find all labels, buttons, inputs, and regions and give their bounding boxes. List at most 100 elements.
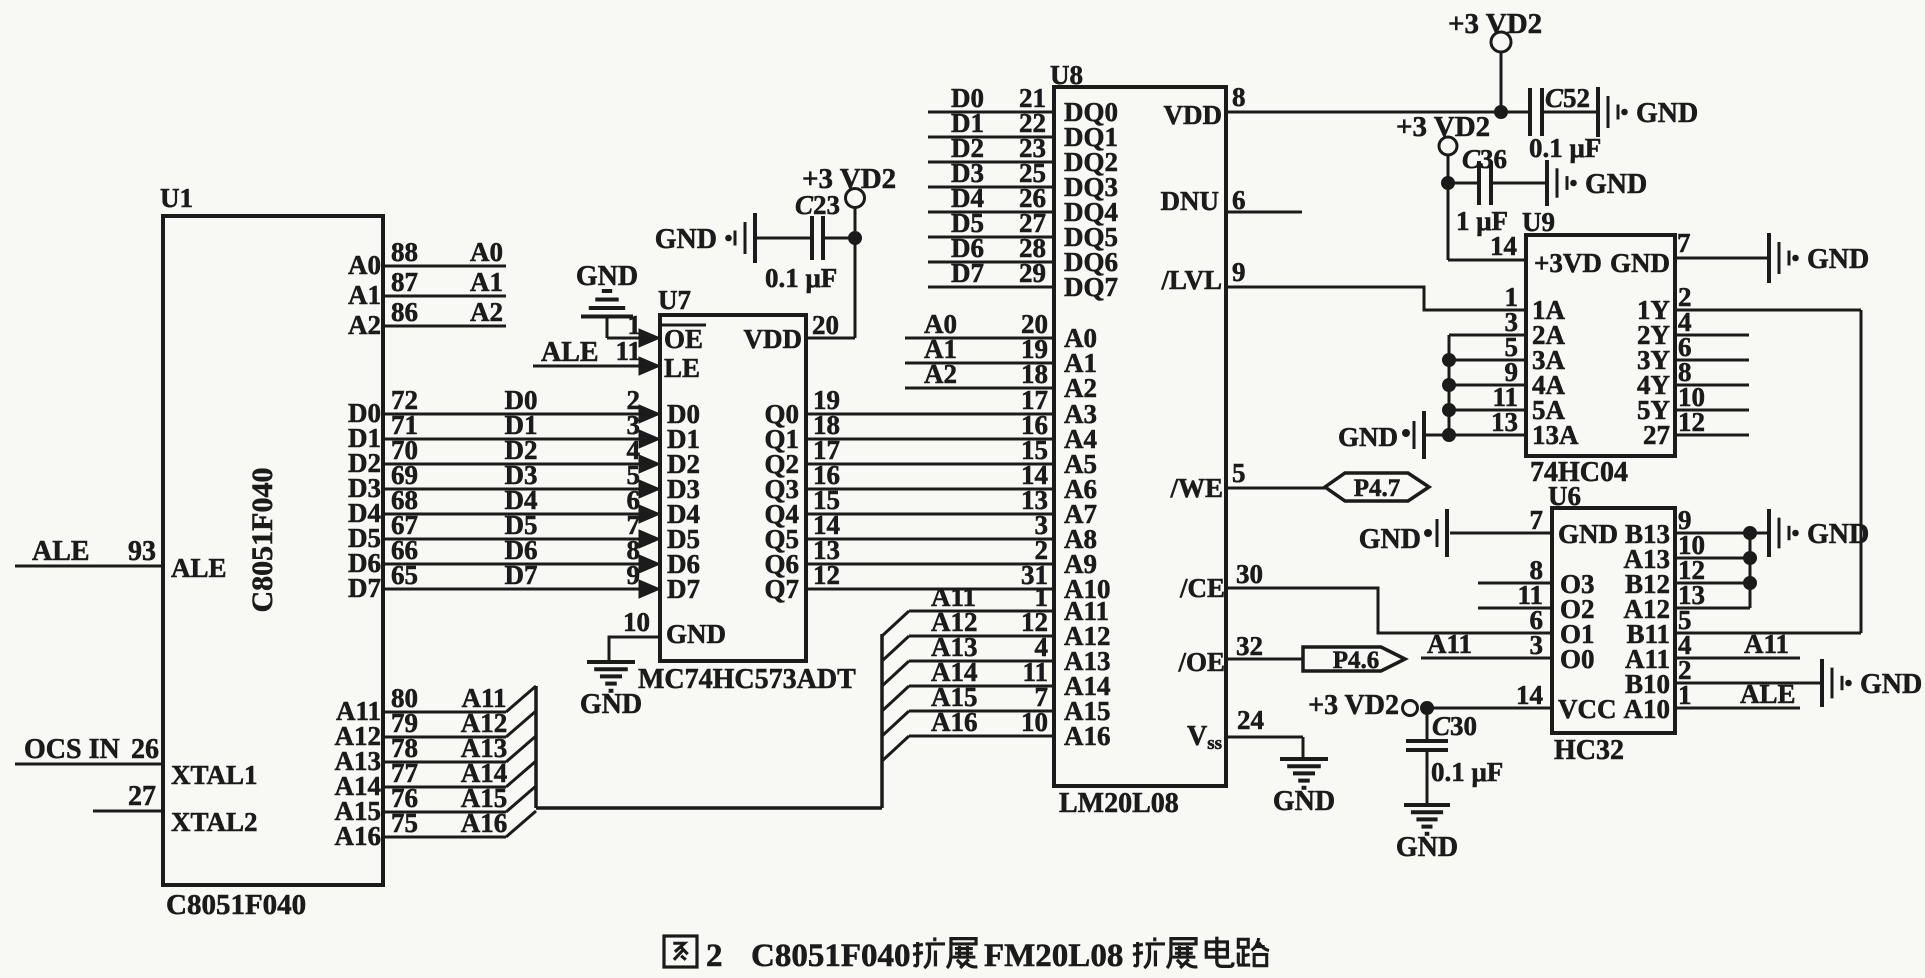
svg-text:GND: GND (1807, 519, 1869, 550)
svg-text:66: 66 (391, 535, 418, 565)
svg-text:2A: 2A (1532, 320, 1566, 350)
svg-text:A15: A15 (1064, 696, 1111, 726)
svg-text:GND: GND (576, 261, 638, 292)
svg-text:Q6: Q6 (764, 549, 799, 579)
svg-text:DNU: DNU (1161, 186, 1220, 216)
svg-text:4: 4 (1678, 307, 1692, 337)
svg-text:FM20L08: FM20L08 (984, 938, 1123, 974)
svg-text:11: 11 (615, 336, 641, 366)
svg-text:A16: A16 (931, 707, 978, 737)
svg-text:A1: A1 (924, 334, 957, 364)
svg-text:12: 12 (1678, 555, 1705, 585)
svg-text:GND: GND (1610, 248, 1670, 278)
svg-text:A12: A12 (1624, 594, 1671, 624)
svg-text:3Y: 3Y (1637, 345, 1670, 375)
svg-text:1: 1 (1505, 282, 1519, 312)
svg-text:A6: A6 (1064, 474, 1097, 504)
svg-text:12: 12 (1021, 607, 1048, 637)
svg-text:A13: A13 (461, 733, 508, 763)
svg-text:A2: A2 (470, 297, 503, 327)
svg-text:8: 8 (1232, 82, 1246, 112)
svg-text:A0: A0 (348, 250, 381, 280)
svg-text:4Y: 4Y (1637, 370, 1670, 400)
svg-text:2: 2 (627, 385, 641, 415)
svg-text:DQ2: DQ2 (1064, 147, 1118, 177)
svg-text:3: 3 (627, 410, 641, 440)
svg-text:9: 9 (1678, 505, 1692, 535)
svg-text:C52: C52 (1545, 83, 1590, 113)
svg-text:A13: A13 (931, 632, 978, 662)
svg-text:A5: A5 (1064, 449, 1097, 479)
svg-text:D4: D4 (667, 499, 700, 529)
svg-text:27: 27 (1643, 420, 1670, 450)
svg-text:10: 10 (1021, 707, 1048, 737)
svg-text:A1: A1 (470, 267, 503, 297)
svg-text:D3: D3 (667, 474, 700, 504)
svg-text:15: 15 (813, 485, 840, 515)
svg-text:28: 28 (1019, 233, 1046, 263)
svg-text:10: 10 (623, 607, 650, 637)
svg-text:A1: A1 (1064, 348, 1097, 378)
svg-text:13: 13 (1678, 580, 1705, 610)
svg-text:D3: D3 (348, 473, 381, 503)
svg-text:5: 5 (1232, 458, 1246, 488)
svg-text:A14: A14 (931, 657, 978, 687)
svg-text:A14: A14 (1064, 671, 1111, 701)
svg-text:80: 80 (391, 683, 418, 713)
svg-text:9: 9 (1505, 357, 1519, 387)
svg-text:GND: GND (1273, 786, 1335, 817)
svg-text:D4: D4 (951, 183, 984, 213)
svg-text:A2: A2 (924, 359, 957, 389)
svg-text:D2: D2 (505, 435, 538, 465)
svg-text:31: 31 (1021, 560, 1048, 590)
svg-text:/OE: /OE (1177, 647, 1225, 677)
svg-text:A16: A16 (461, 808, 508, 838)
svg-text:A13: A13 (1624, 544, 1671, 574)
svg-text:15: 15 (1021, 435, 1048, 465)
svg-text:A2: A2 (348, 310, 381, 340)
svg-text:6: 6 (1678, 332, 1692, 362)
svg-text:24: 24 (1237, 705, 1264, 735)
svg-text:VCC: VCC (1558, 694, 1617, 724)
svg-text:4: 4 (1035, 632, 1049, 662)
svg-text:ALE: ALE (541, 337, 599, 368)
svg-text:O0: O0 (1560, 644, 1595, 674)
svg-text:25: 25 (1019, 158, 1046, 188)
svg-text:/WE: /WE (1169, 473, 1223, 503)
svg-text:U7: U7 (658, 285, 691, 315)
svg-text:2: 2 (706, 938, 723, 974)
svg-text:3: 3 (1035, 510, 1049, 540)
svg-text:20: 20 (812, 310, 839, 340)
svg-text:VDD: VDD (1164, 100, 1223, 130)
svg-text:4: 4 (1678, 630, 1692, 660)
svg-text:14: 14 (813, 510, 840, 540)
svg-text:U8: U8 (1050, 60, 1083, 90)
svg-text:D5: D5 (348, 523, 381, 553)
svg-text:O2: O2 (1560, 594, 1595, 624)
svg-text:3A: 3A (1532, 345, 1566, 375)
svg-text:13A: 13A (1532, 420, 1579, 450)
svg-text:XTAL1: XTAL1 (171, 760, 258, 790)
svg-text:29: 29 (1019, 258, 1046, 288)
svg-text:DQ7: DQ7 (1064, 272, 1118, 302)
svg-text:7: 7 (627, 510, 641, 540)
svg-text:1: 1 (1678, 680, 1692, 710)
svg-text:A1: A1 (348, 280, 381, 310)
svg-text:GND: GND (1558, 519, 1618, 549)
svg-text:87: 87 (391, 267, 418, 297)
svg-text:A11: A11 (1427, 629, 1472, 659)
svg-text:32: 32 (1236, 631, 1263, 661)
svg-text:DQ5: DQ5 (1064, 222, 1118, 252)
svg-text:U1: U1 (160, 183, 193, 213)
svg-text:16: 16 (1021, 410, 1048, 440)
svg-text:A0: A0 (1064, 323, 1097, 353)
svg-text:1: 1 (1035, 582, 1049, 612)
svg-text:65: 65 (391, 560, 418, 590)
svg-text:A0: A0 (470, 237, 503, 267)
svg-text:C36: C36 (1462, 144, 1507, 174)
svg-text:D2: D2 (951, 133, 984, 163)
svg-text:7: 7 (1677, 228, 1691, 258)
svg-text:D1: D1 (348, 423, 381, 453)
svg-text:Q0: Q0 (764, 399, 799, 429)
svg-text:77: 77 (391, 758, 418, 788)
